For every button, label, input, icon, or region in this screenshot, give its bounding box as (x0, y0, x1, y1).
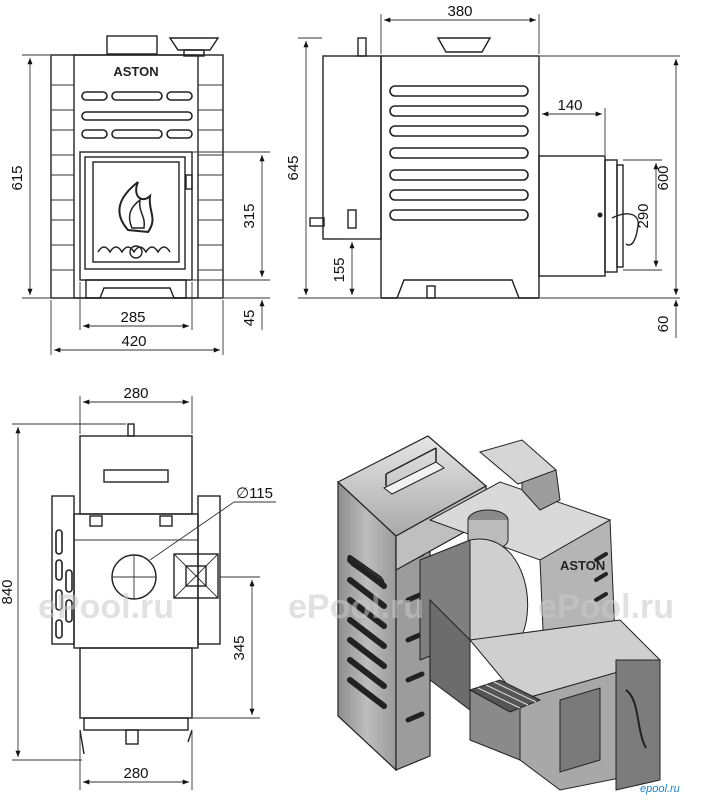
watermark-1: ePool.ru (38, 588, 174, 626)
side-view: 380 645 155 140 600 290 60 (285, 3, 680, 338)
top-width-dim: 280 (123, 385, 148, 402)
iso-logo: ASTON (560, 558, 605, 573)
side-low-dim: 155 (331, 257, 348, 282)
top-tunnel-dim: 345 (231, 635, 248, 660)
top-total-dim: 840 (0, 579, 16, 604)
watermark-2: ePool.ru (288, 588, 424, 626)
front-height-dim: 615 (9, 165, 26, 190)
side-tunnel-dim: 140 (557, 97, 582, 114)
front-door-height-dim: 315 (241, 203, 258, 228)
side-bottom-dim: 60 (655, 316, 672, 333)
isometric-cutaway: ASTON (336, 435, 661, 791)
front-view: ASTON 615 315 45 (9, 35, 270, 355)
watermark-3: ePool.ru (538, 588, 674, 626)
side-total-height-dim: 600 (655, 165, 672, 190)
side-depth-dim: 380 (447, 3, 472, 20)
side-height-dim: 645 (285, 155, 302, 180)
bottom-width-dim: 280 (123, 765, 148, 782)
top-view: ∅115 280 840 345 280 (0, 385, 276, 790)
corner-watermark: epool.ru (640, 783, 680, 795)
front-width-dim: 420 (121, 333, 146, 350)
side-door-height-dim: 290 (635, 203, 652, 228)
front-logo: ASTON (113, 64, 158, 79)
front-door-width-dim: 285 (120, 309, 145, 326)
top-pipe-dim: ∅115 (236, 485, 273, 502)
front-bottom-dim: 45 (241, 310, 258, 327)
